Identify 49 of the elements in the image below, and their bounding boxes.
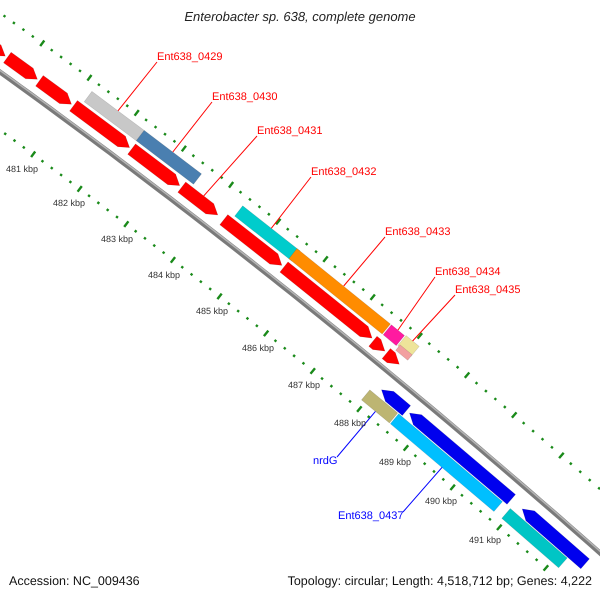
gene-label: Ent638_0432 xyxy=(311,166,376,179)
gene-feature xyxy=(409,412,516,505)
gene-label: Ent638_0430 xyxy=(212,91,278,104)
gene-label: Ent638_0429 xyxy=(157,51,222,64)
gene-feature xyxy=(279,261,373,338)
scale-label: 485 kbp xyxy=(196,306,228,317)
footer-text: Topology: circular; Length: 4,518,712 bp; Genes: 4,222 xyxy=(288,574,592,589)
diagram-title: Enterobacter sp. 638, complete genome xyxy=(183,9,417,24)
gene-feature xyxy=(501,508,568,568)
scale-label: 487 kbp xyxy=(288,380,320,391)
gene-label: Ent638_0434 xyxy=(435,266,500,279)
gene-feature xyxy=(69,100,130,148)
scale-label: 484 kbp xyxy=(148,270,180,281)
scale-label: 481 kbp xyxy=(6,164,38,175)
gene-feature xyxy=(84,90,145,142)
scale-label: 488 kbp xyxy=(334,418,366,429)
gene-feature xyxy=(127,143,180,186)
gene-feature xyxy=(382,324,405,346)
footer-text: Accession: NC_009436 xyxy=(9,574,140,589)
leader-line xyxy=(397,276,436,331)
gene-feature xyxy=(522,508,590,570)
gene-label: Ent638_0433 xyxy=(385,226,450,239)
gene-label: nrdG xyxy=(313,455,338,468)
gene-feature xyxy=(381,389,412,416)
leader-line xyxy=(270,176,312,229)
scale-label: 482 kbp xyxy=(53,198,86,209)
gene-feature xyxy=(219,214,282,266)
gene-label: Ent638_0437 xyxy=(338,510,404,523)
scale-label: 486 kbp xyxy=(242,343,274,354)
scale-label: 483 kbp xyxy=(101,234,134,245)
gene-feature xyxy=(288,248,391,334)
gene-label: Ent638_0435 xyxy=(455,284,520,297)
scale-label: 489 kbp xyxy=(379,457,412,468)
leader-line xyxy=(402,466,443,512)
gene-feature xyxy=(35,75,72,105)
leader-line xyxy=(343,236,386,286)
leader-line xyxy=(172,102,212,152)
leader-line xyxy=(118,62,158,112)
gene-feature xyxy=(136,130,202,185)
gene-feature xyxy=(395,344,413,361)
leader-line xyxy=(412,294,456,342)
scale-label: 491 kbp xyxy=(469,535,502,546)
leader-line xyxy=(336,410,376,458)
gene-feature xyxy=(177,182,218,216)
leader-line xyxy=(203,136,258,196)
gene-feature xyxy=(382,348,400,365)
gene-label: Ent638_0431 xyxy=(257,125,322,138)
gene-feature xyxy=(3,52,38,80)
scale-label: 490 kbp xyxy=(425,496,458,507)
